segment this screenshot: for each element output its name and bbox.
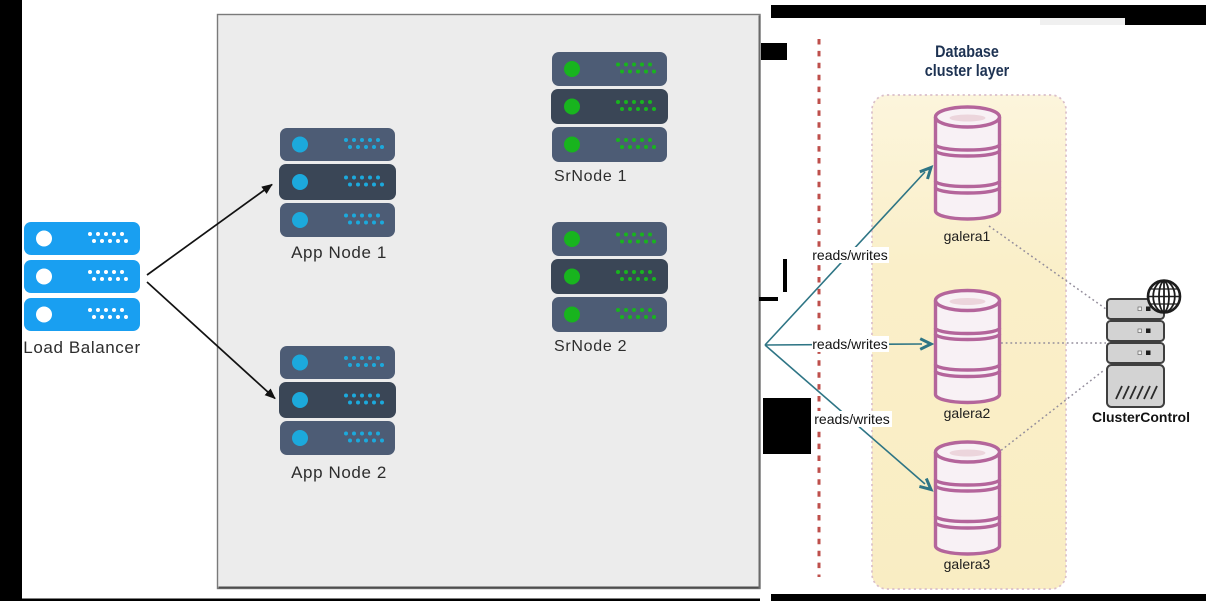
svg-text:cluster layer: cluster layer [925, 62, 1010, 80]
svg-text:ClusterControl: ClusterControl [1092, 409, 1190, 425]
svg-text:Database: Database [935, 43, 999, 61]
svg-text:App Node 1: App Node 1 [291, 243, 387, 262]
svg-text:SrNode 1: SrNode 1 [554, 168, 627, 185]
svg-text:galera2: galera2 [944, 405, 991, 421]
svg-text:reads/writes: reads/writes [814, 411, 889, 427]
svg-text:galera1: galera1 [944, 228, 991, 244]
svg-text:galera3: galera3 [944, 556, 991, 572]
svg-text:SrNode 2: SrNode 2 [554, 338, 627, 355]
svg-text:Load Balancer: Load Balancer [23, 338, 140, 357]
svg-text:reads/writes: reads/writes [812, 247, 887, 263]
svg-text:reads/writes: reads/writes [812, 336, 887, 352]
svg-text:App Node 2: App Node 2 [291, 463, 387, 482]
